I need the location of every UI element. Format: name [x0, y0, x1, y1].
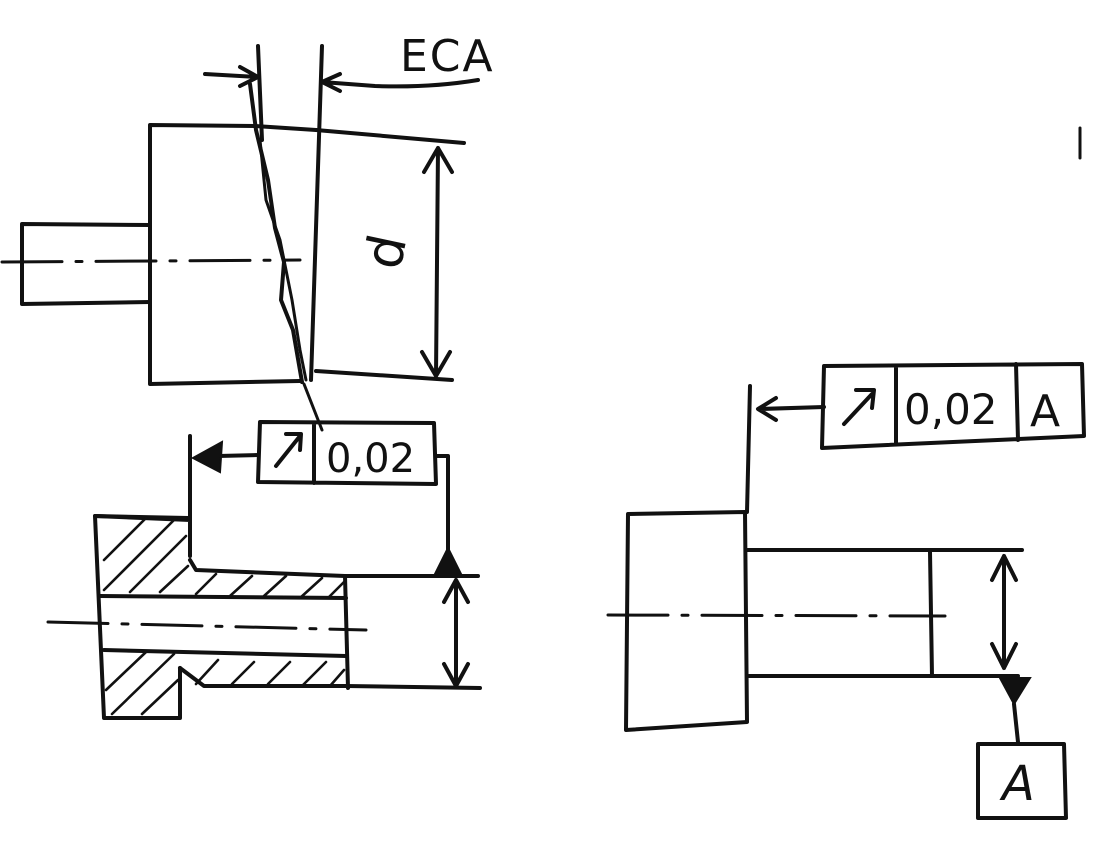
- right-shaft-drawing: [606, 384, 1032, 744]
- datum-leader-right: [1012, 702, 1020, 744]
- top-shaft-drawing: ECA d: [0, 31, 495, 432]
- shaft-stub-outline: [20, 222, 152, 306]
- shaft-body-outline: [148, 123, 466, 386]
- frame-right-border: [820, 362, 1086, 450]
- flange-hatching-lower: [104, 650, 180, 716]
- frame-left-border: [256, 420, 438, 486]
- right-face-extension: [745, 384, 752, 514]
- eca-dim-left-arrow: [203, 65, 260, 88]
- section-tube-bottom: [178, 666, 482, 690]
- datum-box-border: [976, 742, 1068, 820]
- runout-arrow-icon: [274, 432, 303, 468]
- frame-right-datum: A: [1030, 386, 1060, 437]
- eca-dim-right-arrow: [320, 72, 480, 93]
- datum-triangle-left: [432, 545, 464, 577]
- datum-box-a: A: [976, 742, 1068, 820]
- shaft-top-edge: [253, 124, 318, 132]
- right-diameter-dimension: [990, 554, 1018, 670]
- tube-diameter-dimension: [442, 578, 470, 688]
- section-end-face: [343, 574, 350, 690]
- d-dimension-label: d: [354, 229, 420, 274]
- section-part-drawing: [46, 434, 482, 720]
- eca-line-right: [309, 44, 324, 382]
- frame-right-leader: [756, 396, 826, 422]
- top-centerline: [0, 258, 302, 264]
- eca-label: ECA: [400, 31, 495, 82]
- section-flange-top: [93, 514, 190, 520]
- d-dimension-line: [420, 146, 454, 378]
- right-small-shaft: [745, 548, 1024, 678]
- runout-arrow-icon-right: [842, 388, 876, 426]
- section-centerline: [46, 620, 368, 632]
- right-head-block: [624, 510, 749, 732]
- frame-left-leader-arrowhead: [190, 440, 224, 474]
- tilted-face-line-2: [258, 138, 308, 382]
- datum-box-letter: A: [999, 756, 1035, 812]
- flange-hatching-upper: [102, 516, 190, 594]
- right-centerline: [606, 613, 947, 618]
- frame-right-tolerance: 0,02: [904, 385, 998, 434]
- section-bore-bottom: [102, 648, 348, 658]
- feature-control-frame-left: 0,02: [190, 420, 450, 562]
- section-tube-top: [188, 558, 480, 578]
- frame-left-leader: [216, 453, 260, 458]
- tube-hatching-lower: [194, 658, 346, 688]
- frame-left-datum-leader: [434, 454, 450, 562]
- tube-hatching-upper: [194, 572, 346, 600]
- frame-left-tolerance: 0,02: [326, 436, 415, 482]
- feature-control-frame-right: 0,02 A: [820, 362, 1086, 450]
- datum-triangle-right: [998, 677, 1032, 707]
- eca-line-left: [256, 44, 264, 142]
- section-bore-top: [98, 594, 348, 600]
